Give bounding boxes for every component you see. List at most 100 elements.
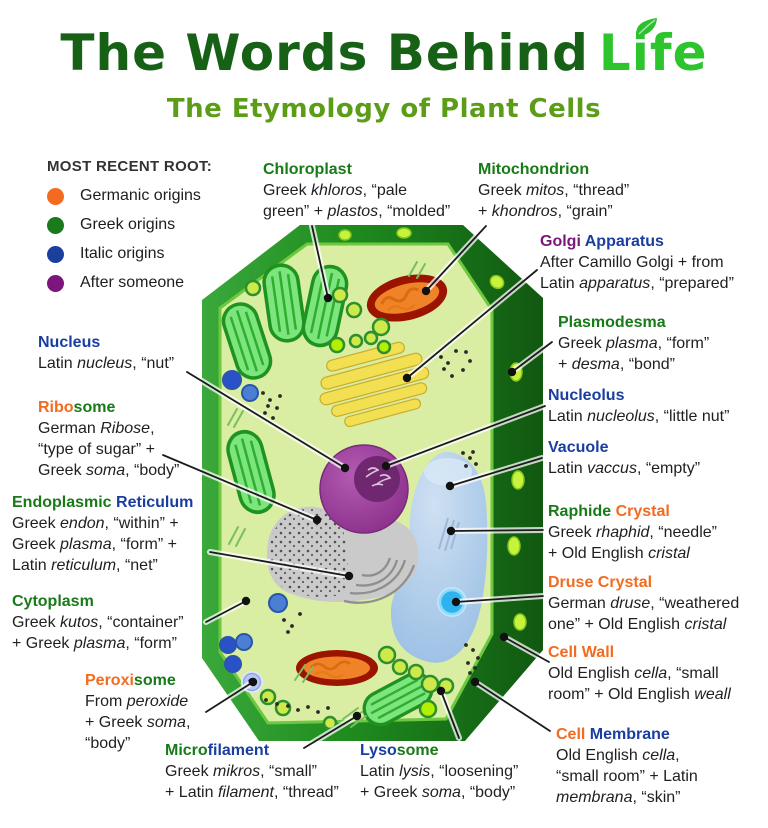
label-line: Greek khloros, “pale [263, 182, 408, 199]
label-line: Greek plasma, “form” + [12, 536, 177, 553]
cytoplasm-dot [454, 349, 458, 353]
label-line: “type of sugar” + [38, 441, 155, 458]
after-someone-color-dot [47, 274, 64, 292]
cytoplasm-dot [286, 704, 290, 708]
label-heading: Nucleolus [548, 387, 625, 404]
golgi-apparatus-shape [319, 341, 430, 428]
label-line: + desma, “bond” [558, 356, 675, 373]
cytoplasm-dot [468, 359, 472, 363]
microfilament-stroke [228, 526, 239, 545]
label-line: Old English cella, “small [548, 665, 719, 682]
vesicle-shape [274, 699, 292, 717]
label-heading: Cytoplasm [12, 593, 94, 610]
cytoplasm-dot [439, 355, 443, 359]
label-heading: Nucleus [38, 334, 101, 351]
cytoplasm-dot [264, 698, 268, 702]
cytoplasm-dot [275, 702, 279, 706]
cytoplasm-dot [442, 367, 446, 371]
microfilament-strokes-group [227, 261, 426, 728]
leader-tip-chloroplast [323, 293, 333, 303]
label-line: Latin apparatus, “prepared” [540, 275, 734, 292]
title-dark-text: The Words Behind [60, 24, 589, 82]
vesicle-shape [348, 333, 364, 349]
microfilament-stroke [227, 408, 238, 426]
legend-item-italic: Italic origins [47, 245, 212, 263]
leader-line-cell-wall [503, 636, 550, 663]
cytoplasm-dot [268, 398, 272, 402]
leaf-icon [635, 18, 657, 36]
vesicle-shape [259, 688, 277, 706]
label-heading: Druse Crystal [548, 574, 653, 591]
mitochondrion-shape [294, 648, 380, 688]
leader-lines-group [160, 223, 555, 751]
leader-tip-cell-wall [499, 632, 509, 642]
label-heading: Golgi Apparatus [540, 233, 664, 250]
leader-line-mitochondrion [425, 225, 487, 292]
vacuole-shape [390, 451, 488, 663]
label-heading: Chloroplast [263, 161, 352, 178]
label-heading: Cell Wall [548, 644, 615, 661]
label-line: Latin vaccus, “empty” [548, 460, 701, 477]
microfilament-stroke [233, 410, 244, 428]
cytoplasm-dot [471, 648, 475, 652]
cytoplasm-dot [464, 464, 468, 468]
vesicle-shape [363, 330, 379, 346]
label-line: From peroxide [85, 693, 189, 710]
blue-vesicle-shape [241, 384, 259, 402]
page-subtitle: The Etymology of Plant Cells [166, 94, 602, 124]
vesicle-shape [391, 658, 409, 676]
label-heading: Raphide Crystal [548, 503, 670, 520]
label-heading: Peroxisome [85, 672, 176, 689]
cytoplasm-dot [278, 394, 282, 398]
cytoplasm-dot [473, 666, 477, 670]
leader-tip-cytoplasm [241, 596, 251, 606]
vesicle-shape [244, 279, 262, 297]
cytoplasm-dot [464, 643, 468, 647]
leader-line-er [209, 551, 350, 577]
leader-tip-golgi [402, 373, 412, 383]
label-line: Latin reticulum, “net” [12, 557, 158, 574]
label-line: Greek kutos, “container” [12, 614, 184, 631]
legend-item-germanic: Germanic origins [47, 187, 212, 205]
leader-tip-plasmodesma [507, 367, 517, 377]
leader-line-cell-membrane [474, 681, 551, 732]
cytoplasm-dot [471, 450, 475, 454]
legend: MOST RECENT ROOT: Germanic origins Greek… [47, 158, 212, 303]
germanic-color-dot [47, 187, 64, 205]
label-heading: Lysosome [360, 742, 439, 759]
leader-line-druse [455, 595, 544, 603]
label-line: one” + Old English cristal [548, 616, 727, 633]
leader-line-plasmodesma [511, 341, 553, 373]
cytoplasm-dot [290, 624, 294, 628]
label-line: + Old English cristal [548, 545, 690, 562]
vesicle-shape [407, 663, 425, 681]
cytoplasm-dot [468, 671, 472, 675]
cytoplasm-dot [450, 374, 454, 378]
cytoplasm-dot [464, 350, 468, 354]
raphide-crystal-shape [438, 517, 460, 552]
leader-tip-lysosome [436, 686, 446, 696]
italic-color-dot [47, 245, 64, 263]
microfilament-stroke [302, 666, 314, 683]
cytoplasm-dot [326, 706, 330, 710]
cytoplasm-dots-group [261, 349, 480, 714]
leader-tip-microfilament [352, 711, 362, 721]
label-line: + khondros, “grain” [478, 203, 613, 220]
microfilament-stroke [342, 707, 359, 720]
label-line: After Camillo Golgi + from [540, 254, 724, 271]
label-heading: Endoplasmic Reticulum [12, 494, 194, 511]
cytoplasm-dot [298, 612, 302, 616]
